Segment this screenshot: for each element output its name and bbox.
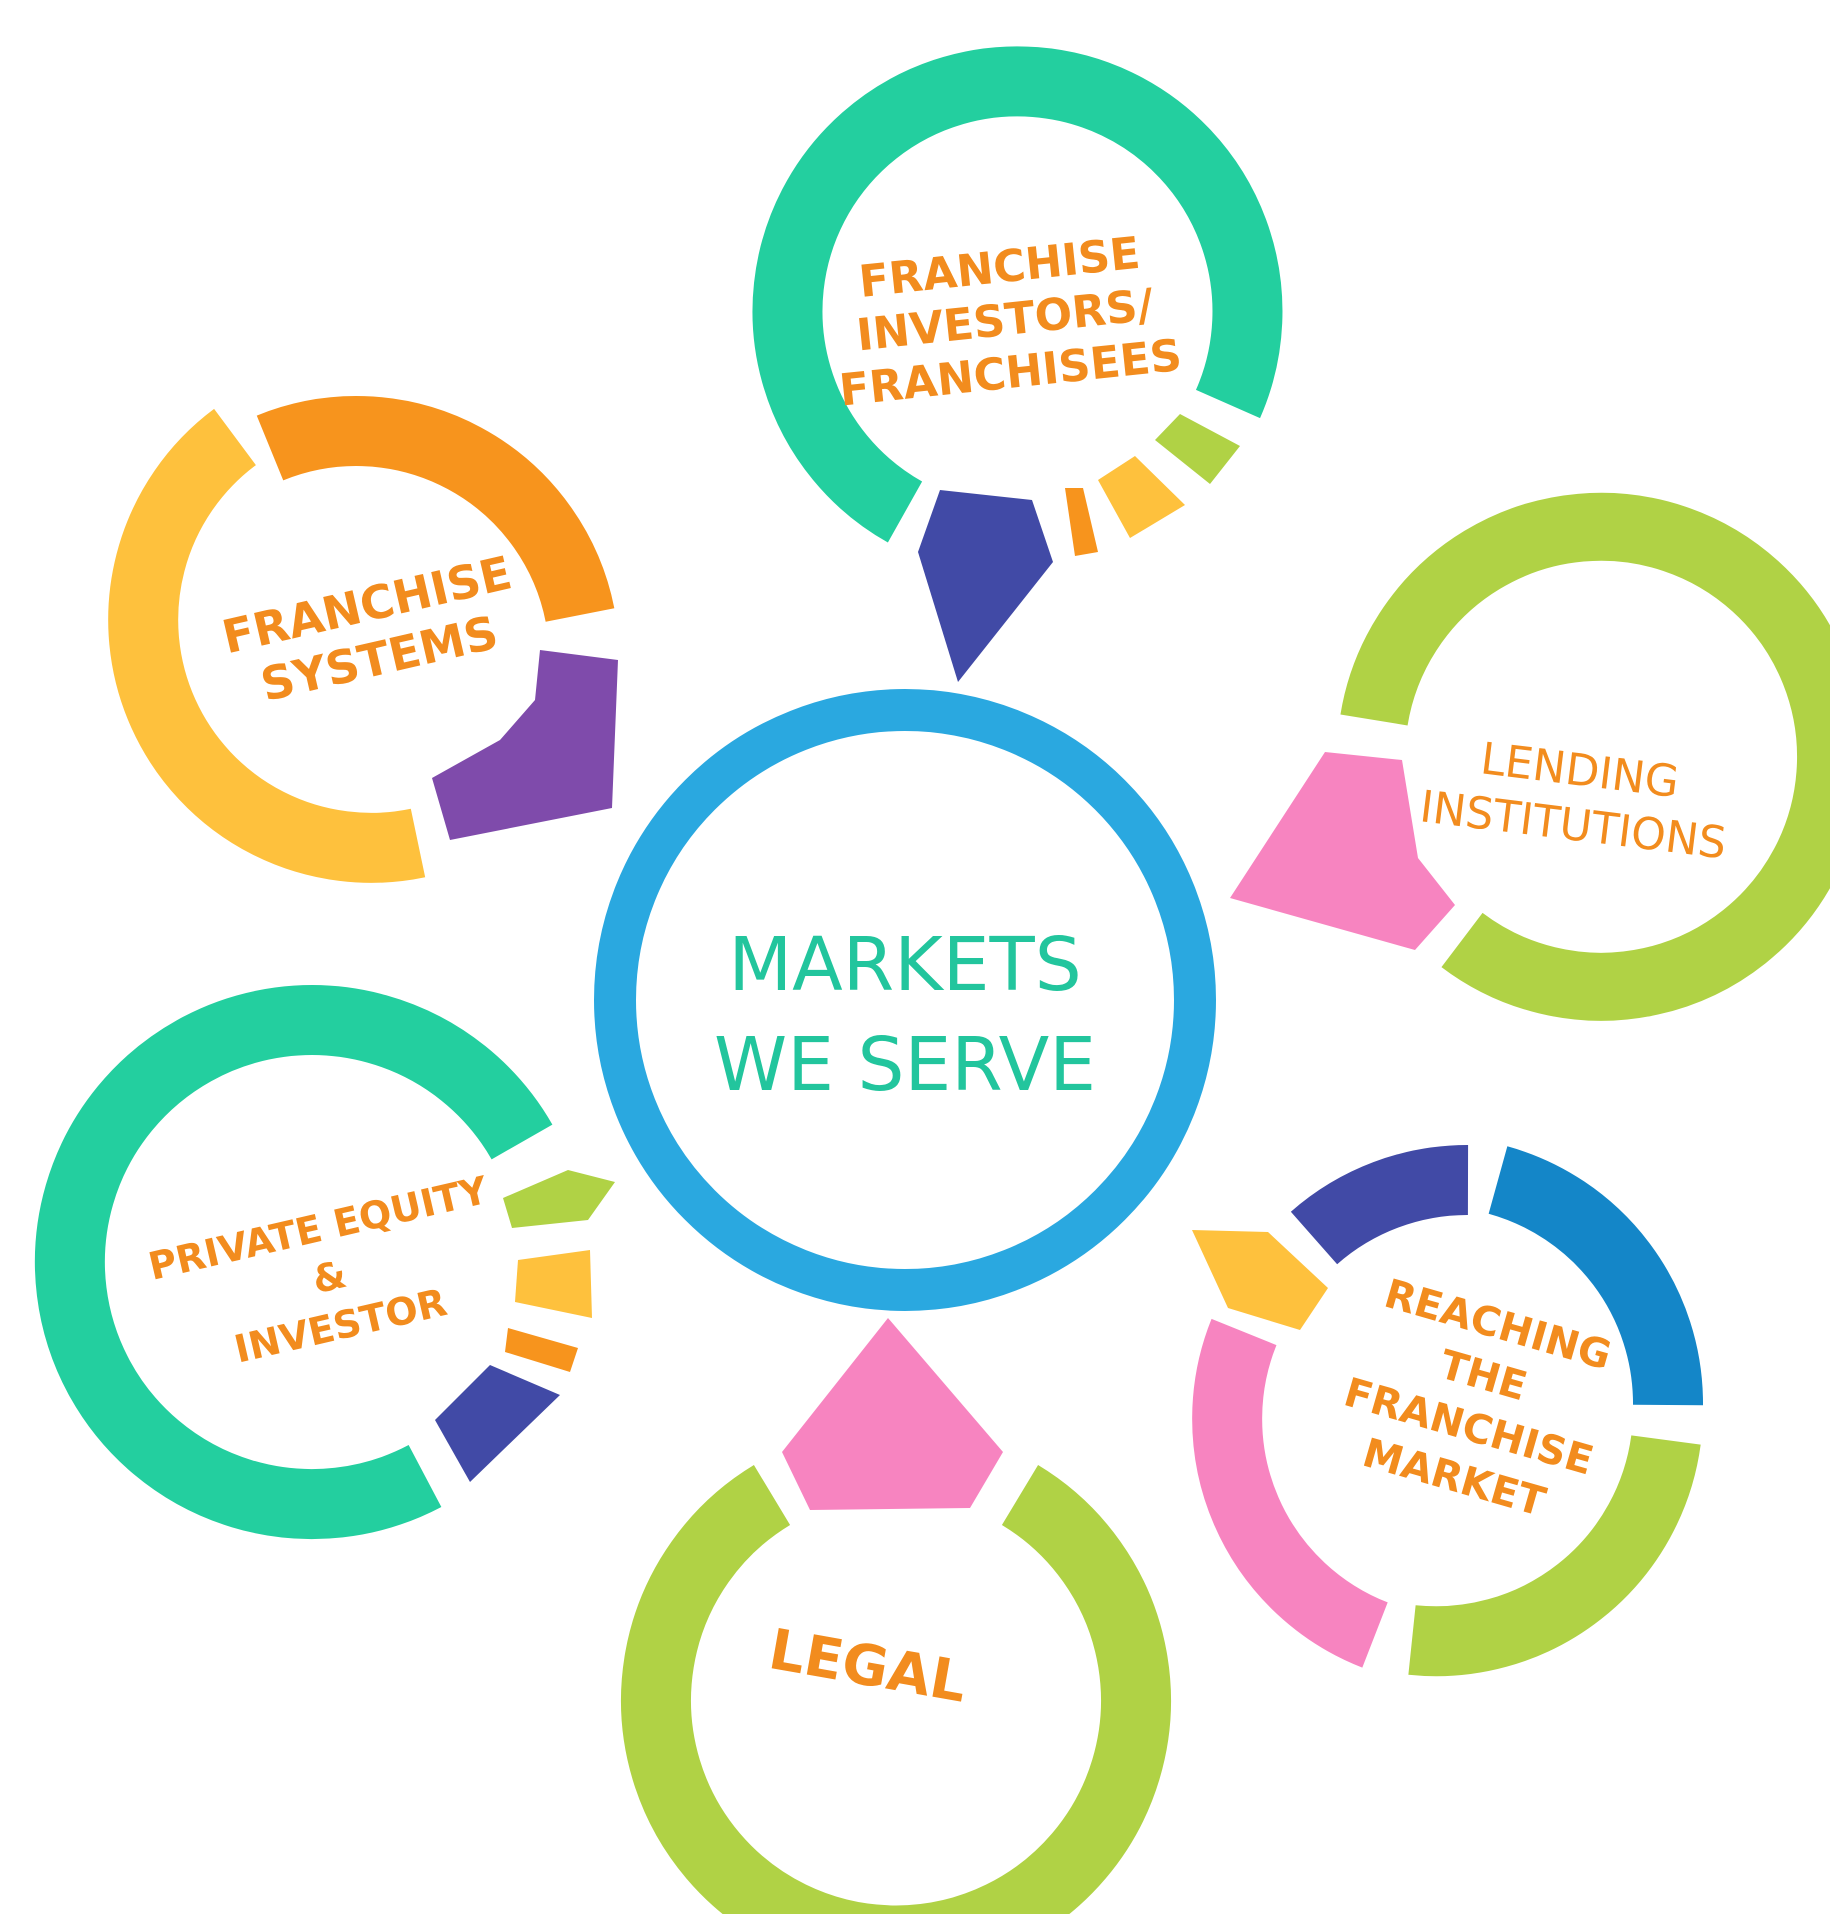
reaching-market-ring-pink (1192, 1318, 1389, 1668)
center-title-line2: WE SERVE (714, 1022, 1096, 1108)
private-equity-accent-yellow (515, 1250, 592, 1318)
franchise-investors-accent-lime (1155, 414, 1240, 484)
node-franchise-systems: FRANCHISE SYSTEMS (108, 396, 618, 883)
franchise-systems-ring-orange (256, 396, 615, 623)
reaching-market-ring-lime (1408, 1434, 1701, 1677)
reaching-market-ring-indigo (1290, 1144, 1469, 1265)
reaching-market-ring-blue (1488, 1146, 1704, 1406)
reaching-market-pointer (1192, 1230, 1328, 1330)
node-reaching-market: REACHING THE FRANCHISE MARKET (1192, 1144, 1704, 1677)
center-node: MARKETS WE SERVE (594, 689, 1216, 1311)
node-legal: LEGAL (621, 1318, 1171, 1914)
franchise-investors-accent-orange (1065, 488, 1098, 556)
private-equity-accent-orange (505, 1328, 578, 1372)
lending-institutions-ring-arc (1340, 492, 1830, 1021)
legal-label: LEGAL (764, 1617, 971, 1716)
node-franchise-investors: FRANCHISE INVESTORS/ FRANCHISEES (752, 46, 1283, 682)
legal-pointer (782, 1318, 1003, 1510)
center-ring (594, 689, 1216, 1311)
private-equity-label-line2: & (308, 1252, 350, 1302)
private-equity-ring-arc (34, 985, 553, 1540)
franchise-systems-pointer (432, 650, 618, 840)
lending-institutions-pointer (1230, 752, 1455, 950)
franchise-investors-ring-arc (752, 46, 1283, 543)
franchise-investors-pointer (918, 490, 1053, 682)
node-lending-institutions: LENDING INSTITUTIONS (1230, 492, 1830, 1021)
center-title-line1: MARKETS (728, 922, 1081, 1008)
private-equity-accent-indigo (435, 1365, 560, 1482)
franchise-systems-ring-yellow (108, 408, 426, 883)
private-equity-accent-lime (503, 1170, 615, 1228)
franchise-investors-accent-yellow (1098, 456, 1185, 538)
legal-ring-arc (621, 1465, 1171, 1914)
node-private-equity: PRIVATE EQUITY & INVESTOR (34, 985, 615, 1540)
